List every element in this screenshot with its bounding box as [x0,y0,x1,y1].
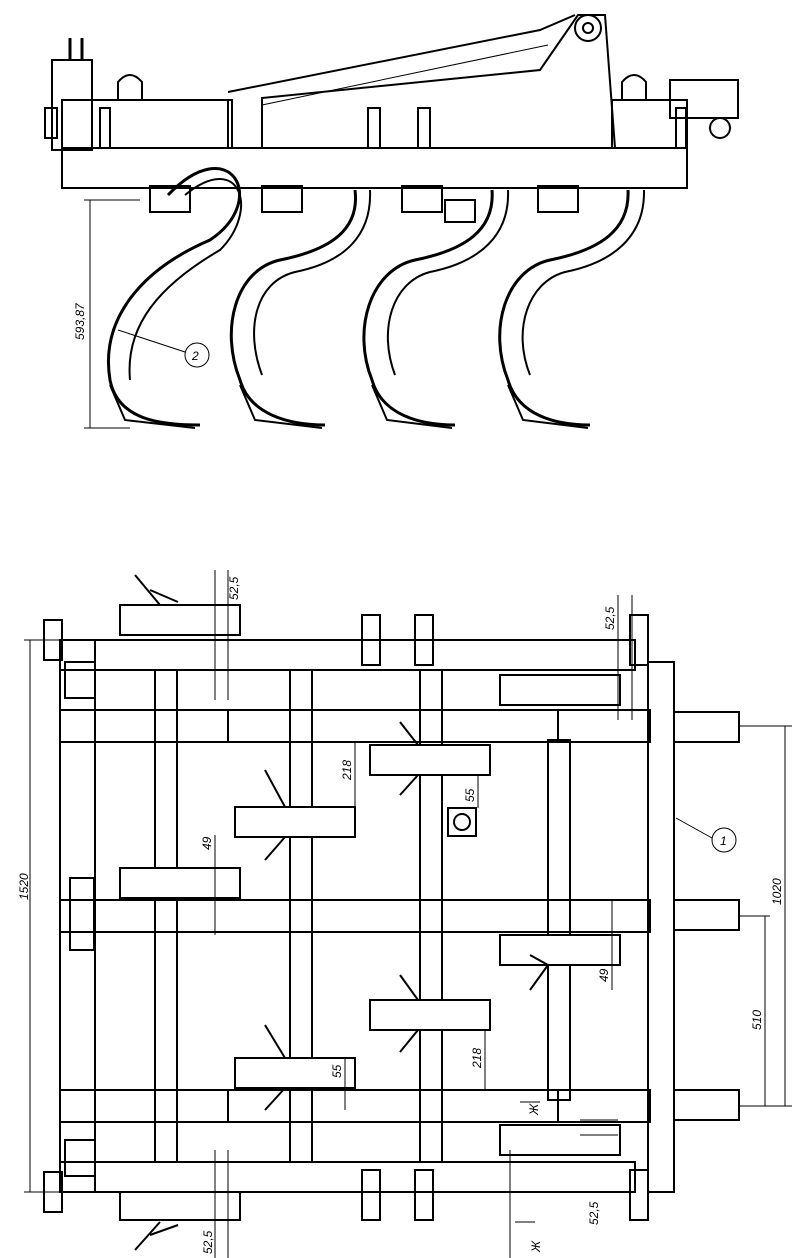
section-mark-2-label: Ж [529,1240,543,1253]
hitch-arm-2 [673,899,740,931]
gauge-wheel [447,807,477,837]
dim-offset-bottom-right-label: 52,5 [587,1201,601,1225]
u-bolt-front [117,74,143,100]
dim-half-track: 510 [740,915,770,1106]
plan-view: 1520 1020 510 52,5 52,5 52,5 [17,570,792,1258]
dim-spacing-a-label: 218 [340,760,354,781]
front-nut [44,107,58,139]
dim-gap-b-label: 55 [330,1064,344,1078]
dim-shift-a: 49 [200,835,216,935]
beam-2 [59,899,651,933]
dim-depth: 593,87 [73,199,140,429]
front-clamp [51,59,93,151]
beam-left [59,639,96,1193]
rear-tube [669,79,739,119]
dim-offset-top-right: 52,5 [603,595,633,720]
share-wings [134,574,549,1251]
front-clamp-bolts [68,38,84,60]
tines [107,167,646,429]
callout-2: 2 [117,329,210,368]
rail-top [59,639,636,671]
dim-spacing-b: 218 [470,1030,555,1091]
dim-shift-b-label: 49 [597,968,611,982]
section-mark-1: Ж [520,1101,541,1116]
section-mark-1-label: Ж [527,1103,541,1116]
rear-pin [709,117,731,139]
beam-3 [59,1089,651,1123]
callout-1: 1 [675,817,737,853]
hitch-strut-inner [261,44,549,106]
tube-2 [289,669,313,1163]
callout-1-label: 1 [720,834,727,848]
tine-3 [362,189,494,427]
beam-bolts [99,107,687,149]
dim-half-track-label: 510 [750,1010,764,1030]
tine-4 [498,189,630,427]
side-view: 593,87 2 [44,14,739,429]
hitch-bar [647,661,675,1193]
dim-offset-top-label: 52,5 [227,576,241,600]
dim-track-width: 1020 [740,725,792,1107]
callout-2-label: 2 [191,349,199,363]
tube-1 [154,669,178,1163]
frame-beam [61,147,688,189]
front-bracket [61,99,233,149]
dim-offset-top-right-label: 52,5 [603,606,617,630]
dim-offset-top: 52,5 [214,570,241,700]
dim-overall-width-label: 1520 [17,873,31,900]
dim-spacing-b-label: 218 [470,1048,484,1069]
shank-clamps [149,185,579,223]
dim-depth-label: 593,87 [73,302,87,340]
tube-3 [419,669,443,1163]
dim-offset-bottom-left-label: 52,5 [201,1230,215,1254]
tine-2 [229,189,358,427]
hitch-strut [227,14,576,93]
dim-gap-a: 55 [463,775,479,808]
beam-1 [59,709,651,743]
rail-bottom [59,1161,636,1193]
hitch-arm-3 [673,1089,740,1121]
dim-overall-width: 1520 [17,639,60,1193]
tine-1 [107,167,241,427]
dim-spacing-a: 218 [340,741,500,808]
section-mark-2: Ж [509,1150,543,1258]
dim-offset-bottom-right: 52,5 [580,1119,618,1225]
hitch-pin [574,14,602,42]
dim-shift-a-label: 49 [200,836,214,850]
dim-gap-a-label: 55 [463,788,477,802]
shank-bodies [119,604,621,1221]
hitch-arm-1 [673,711,740,743]
u-bolt-rear [621,74,647,100]
dim-track-width-label: 1020 [770,878,784,905]
dim-shift-b: 49 [597,900,613,990]
dim-offset-bottom-left: 52,5 [201,1150,229,1258]
hitch-tower [227,14,616,149]
hitch-pin-hole [582,22,594,34]
dim-gap-b: 55 [330,1058,346,1110]
tube-4 [547,739,571,1101]
